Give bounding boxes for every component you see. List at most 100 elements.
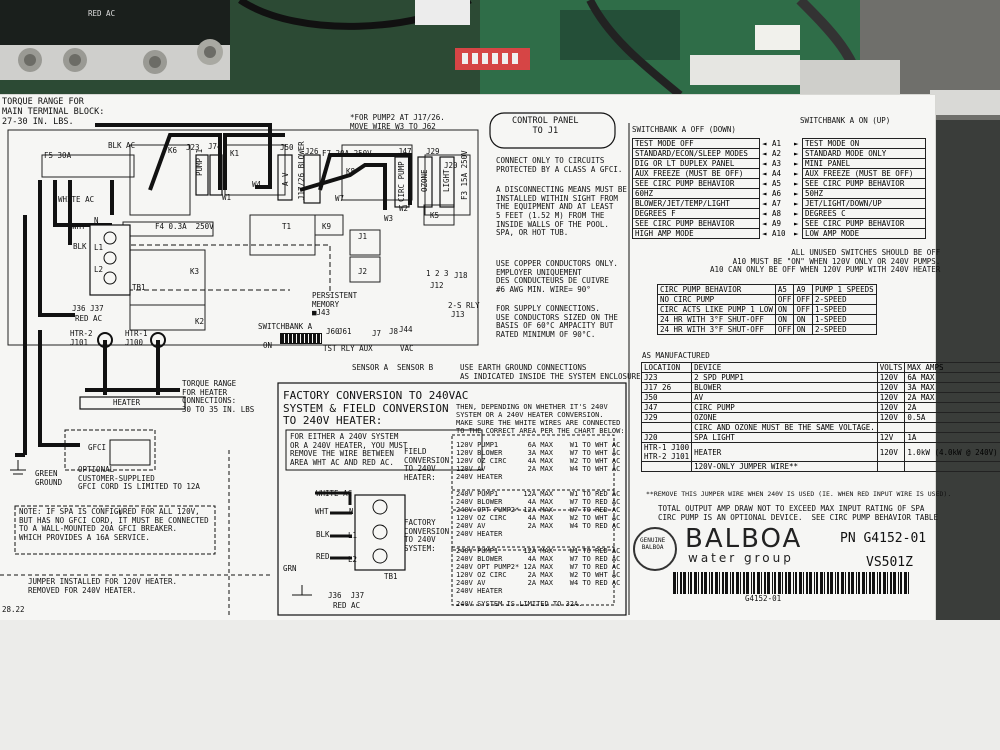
barcode-bar	[820, 572, 823, 594]
switch-on-cell: AUX FREEZE (MUST BE OFF)	[802, 168, 926, 179]
k5-label: K5	[430, 211, 440, 220]
circ-cell: 2-SPEED	[811, 324, 877, 335]
ozone-label: OZONE	[420, 169, 429, 192]
mfg-cell: CIRC AND OZONE MUST BE THE SAME VOLTAGE.	[691, 422, 878, 433]
manufactured-footnote: **REMOVE THIS JUMPER WIRE WHEN 240V IS U…	[646, 490, 952, 498]
blower-label: J17/26 BLOWER	[297, 141, 306, 200]
water-group-text: water group	[688, 551, 794, 565]
mfg-cell: AV	[691, 392, 878, 403]
barcode-bar	[827, 572, 829, 594]
switchbank-row: TEST MODE OFF◄A1►TEST MODE ON	[632, 138, 926, 149]
switch-id-cell: A5	[772, 179, 782, 188]
persistent-memory-label: PERSISTENT MEMORY ■J43	[312, 291, 358, 318]
mfg-cell: J47	[640, 402, 693, 413]
mfg-cell	[876, 461, 906, 472]
switchbank-row: STANDARD/ECON/SLEEP MODES◄A2►STANDARD MO…	[632, 148, 926, 159]
field-conversion-label: FIELD CONVERSION TO 240V HEATER:	[404, 447, 450, 482]
switch-arrow-icon: ►	[794, 229, 799, 238]
switch-arrow-icon: ►	[794, 149, 799, 158]
factory-tb1-label: TB1	[384, 572, 398, 581]
mfg-cell: J17 26	[640, 382, 693, 393]
mfg-cell: 1A	[904, 432, 1000, 443]
barcode-bar	[677, 572, 678, 594]
genuine-seal-text: GENUINE BALBOA	[640, 537, 666, 551]
switch-arrow-icon: ◄	[762, 199, 767, 208]
switch-arrow-icon: ►	[794, 169, 799, 178]
j2-label: J2	[358, 267, 368, 276]
barcode-bar	[803, 572, 804, 594]
wiring-diagram-label	[0, 95, 935, 625]
barcode-bar	[862, 572, 865, 594]
circ-cell: ON	[793, 314, 813, 325]
gfci-label: GFCI	[88, 443, 107, 452]
factory-l1-label: L1	[348, 531, 358, 540]
mfg-cell	[876, 422, 906, 433]
barcode-text: G4152-01	[745, 594, 782, 603]
t1-label: T1	[282, 222, 292, 231]
j20-label: J20	[444, 161, 458, 170]
barcode-bar	[851, 572, 854, 594]
green-ground-label: GREEN GROUND	[35, 469, 63, 487]
conversion-instructions: THEN, DEPENDING ON WHETHER IT'S 240V SYS…	[456, 403, 625, 436]
circ-cell: CIRC ACTS LIKE PUMP 1 LOW	[657, 304, 776, 315]
circ-cell: 1-SPEED	[811, 314, 877, 325]
barcode-bar	[680, 572, 682, 594]
barcode-bar	[856, 572, 857, 594]
earth-ground-note: USE EARTH GROUND CONNECTIONS AS INDICATE…	[460, 363, 641, 381]
total-output-note: TOTAL OUTPUT AMP DRAW NOT TO EXCEED MAX …	[658, 504, 938, 522]
mfg-cell: 2A MAX	[904, 392, 1000, 403]
k1-label: K1	[230, 149, 240, 158]
date-label: 28.22	[2, 605, 25, 614]
barcode-bar	[848, 572, 850, 594]
factory-red-label: RED	[316, 552, 330, 561]
switch-id-cell: A8	[772, 209, 782, 218]
mfg-cell: 120V	[876, 382, 906, 393]
switch-on-cell: SEE CIRC PUMP BEHAVIOR	[802, 218, 926, 229]
factory-wht-label: WHT	[315, 507, 329, 516]
switch-id-cell: A4	[772, 169, 782, 178]
j29-label: J29	[426, 147, 440, 156]
factory-white-ac-label: WHITE AC	[316, 489, 353, 498]
barcode-bar	[673, 572, 676, 594]
barcode-bar	[785, 572, 787, 594]
switchbank-off-header: SWITCHBANK A OFF (DOWN)	[632, 125, 736, 134]
switchbank-label: SWITCHBANK A	[258, 322, 313, 331]
mfg-cell	[904, 461, 1000, 472]
f5-fuse-label: F5 30A	[44, 151, 72, 160]
circ-cell: OFF	[793, 304, 813, 315]
factory-n-label: N	[349, 507, 354, 516]
barcode-bar	[908, 572, 909, 594]
barcode-bar	[782, 572, 783, 594]
barcode-bar	[835, 572, 836, 594]
sensor-a-label: SENSOR A	[352, 363, 389, 372]
light-label: LIGHT	[442, 169, 451, 192]
switch-arrow-icon: ◄	[762, 209, 767, 218]
lower-panel	[0, 620, 1000, 750]
mfg-cell: 0.5A	[904, 412, 1000, 423]
mfg-cell: J23	[640, 372, 693, 383]
circ-cell: ON	[774, 314, 795, 325]
switch-off-cell: AUX FREEZE (MUST BE OFF)	[632, 168, 760, 179]
barcode-bar	[837, 572, 839, 594]
barcode-bar	[743, 572, 745, 594]
l2-label: L2	[94, 265, 104, 274]
switch-on-cell: LOW AMP MODE	[802, 228, 926, 239]
barcode-bar	[814, 572, 815, 594]
barcode-bar	[778, 572, 781, 594]
switchbank-row: BLOWER/JET/TEMP/LIGHT◄A7►JET/LIGHT/DOWN/…	[632, 198, 926, 209]
n-label: N	[94, 216, 99, 225]
k6-label: K6	[168, 146, 178, 155]
mfg-cell	[640, 461, 693, 472]
barcode-bar	[764, 572, 766, 594]
switchbank-row: 60HZ◄A6►50HZ	[632, 188, 926, 199]
balboa-logo: BALBOA	[685, 524, 803, 554]
w1-label: W1	[222, 193, 232, 202]
switch-on-cell: 50HZ	[802, 188, 926, 199]
mfg-cell: 120V	[876, 402, 906, 413]
mfg-cell: 120V	[876, 412, 906, 423]
barcode-bar	[793, 572, 794, 594]
switch-arrow-icon: ◄	[762, 149, 767, 158]
j74-label: J74	[208, 142, 222, 151]
